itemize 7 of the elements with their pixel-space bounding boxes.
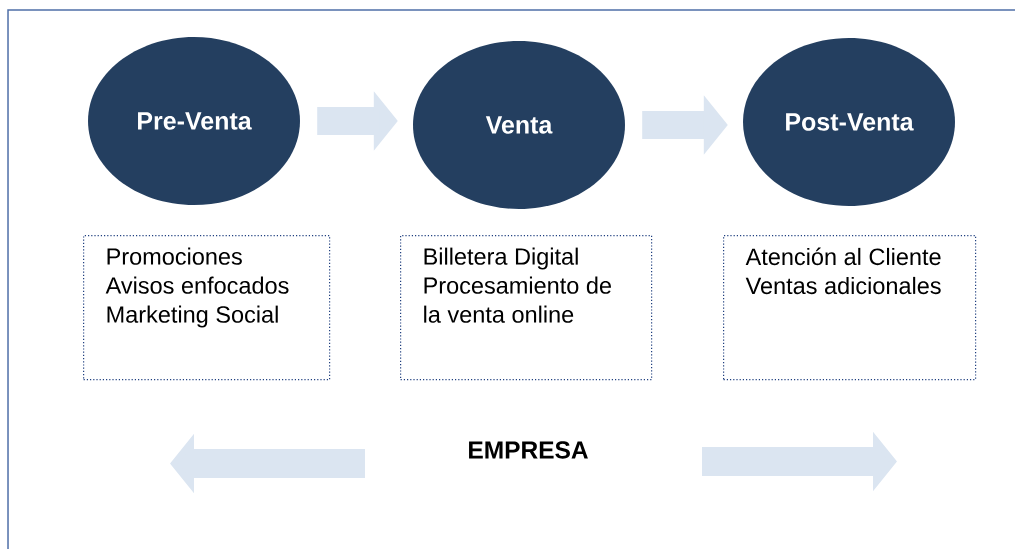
- text-box: Promociones Avisos enfocados Marketing Social: [83, 235, 331, 381]
- oval: Pre-Venta: [88, 37, 300, 205]
- text-box: Billetera Digital Procesamiento de la venta online: [400, 235, 653, 381]
- oval: Post-Venta: [743, 38, 955, 206]
- oval: Venta: [413, 41, 625, 209]
- text-box: Atención al Cliente Ventas adicionales: [723, 235, 977, 381]
- heading-text: EMPRESA: [469, 441, 588, 459]
